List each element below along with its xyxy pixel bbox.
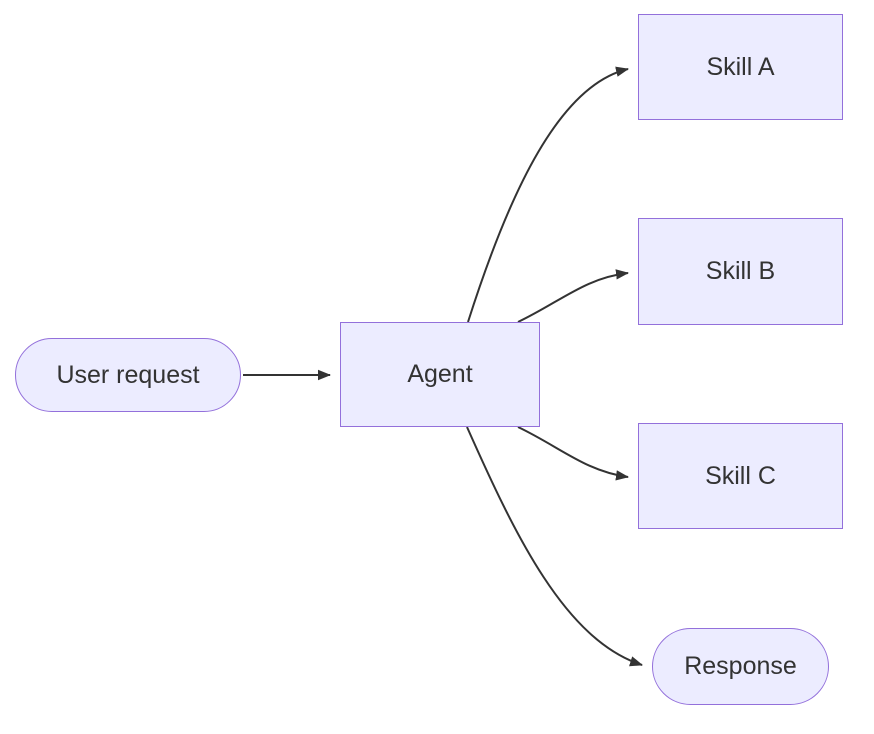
edge-agent-to-skill-b xyxy=(517,269,629,323)
node-skill-c-label: Skill C xyxy=(705,461,776,490)
edge-agent-to-skill-a xyxy=(467,66,629,323)
node-user-request-label: User request xyxy=(56,360,200,389)
edge-agent-to-response xyxy=(466,426,643,667)
node-user-request: User request xyxy=(15,338,241,412)
node-skill-c: Skill C xyxy=(638,423,843,529)
edge-agent-to-skill-c xyxy=(517,426,629,481)
node-agent-label: Agent xyxy=(407,360,473,388)
node-skill-b-label: Skill B xyxy=(705,257,776,285)
node-agent: Agent xyxy=(340,322,540,427)
node-response-label: Response xyxy=(684,652,797,680)
node-skill-a: Skill A xyxy=(638,14,843,120)
node-skill-b: Skill B xyxy=(638,218,843,325)
node-response: Response xyxy=(652,628,829,705)
node-skill-a-label: Skill A xyxy=(706,52,775,81)
